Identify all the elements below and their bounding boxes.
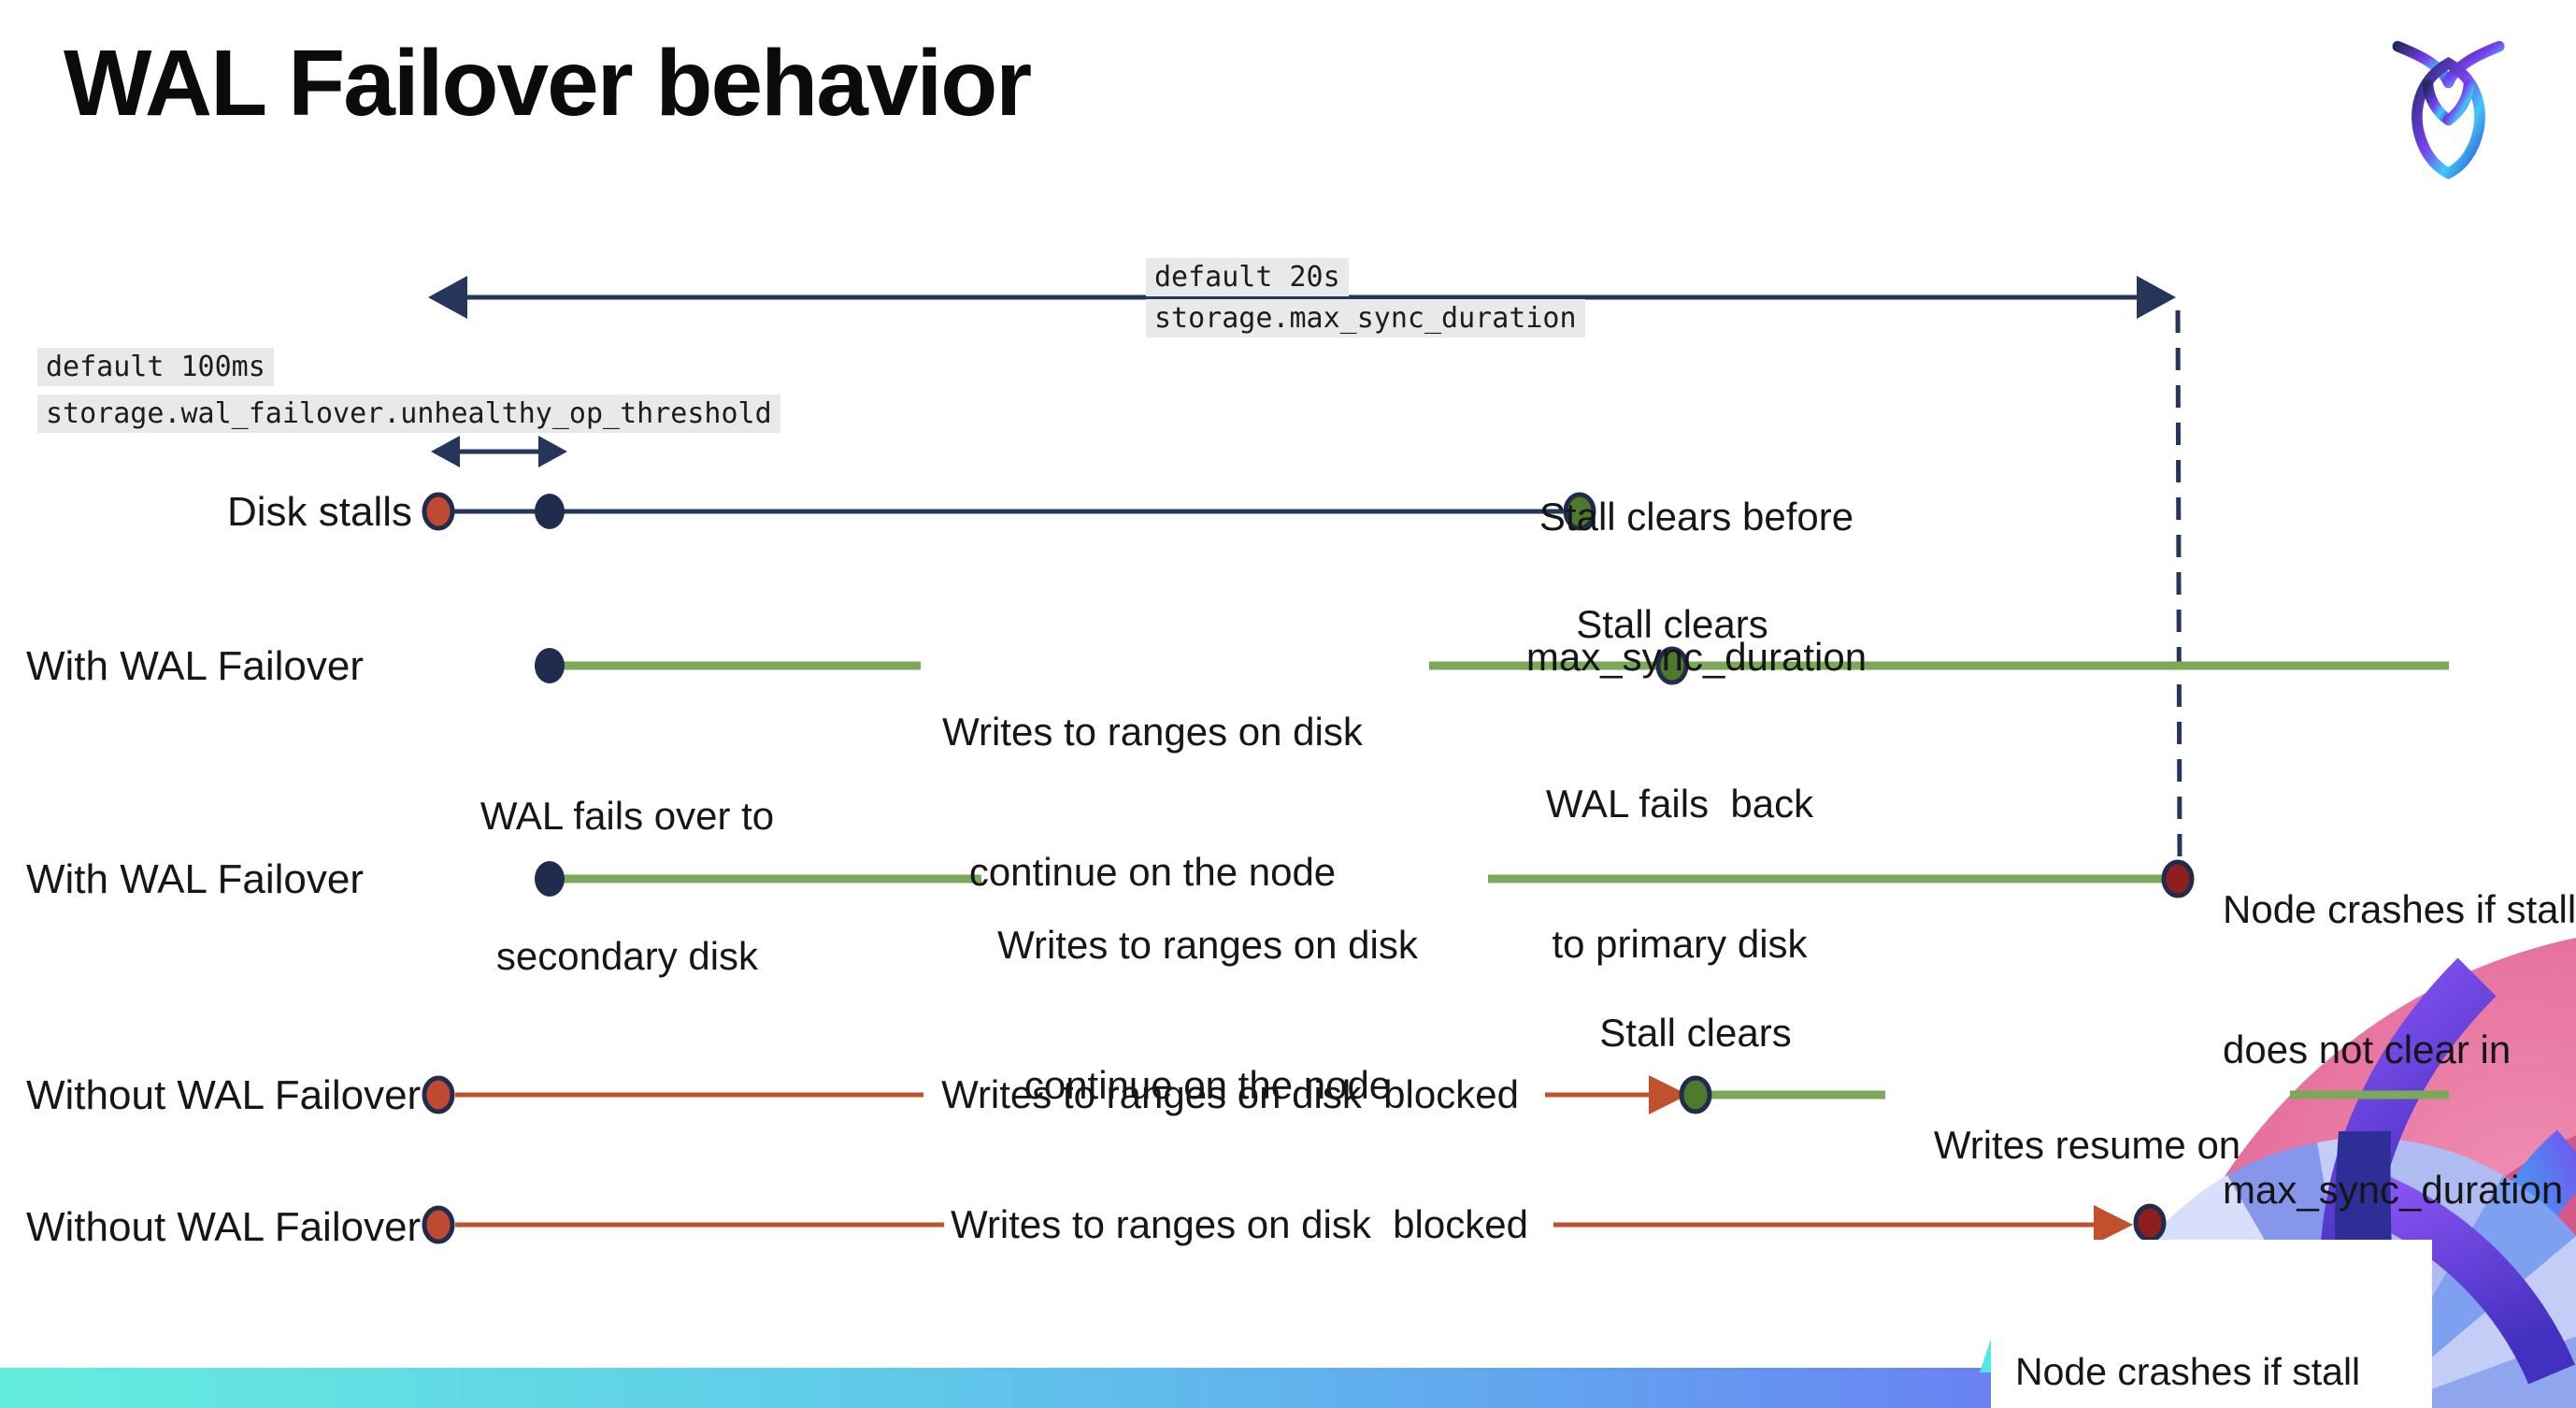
stall-clears-before-note: Stall clears before max_sync_duration: [1463, 400, 1930, 774]
note-line: continue on the node: [1023, 1063, 1392, 1107]
row-label-disk-stalls: Disk stalls: [227, 489, 413, 535]
stall-start-dot: [422, 1205, 455, 1244]
threshold-default-label: default 100ms: [37, 348, 274, 386]
row-label-without-wal-failover-2: Without WAL Failover: [26, 1204, 422, 1250]
row-label-without-wal-failover-1: Without WAL Failover: [26, 1072, 422, 1118]
note-line: continue on the node: [968, 850, 1337, 894]
stall-clears-dot: [1563, 492, 1596, 531]
stall-start-dot: [422, 1075, 455, 1114]
stall-clears-dot: [1655, 646, 1689, 685]
cockroachdb-logo-icon: [2385, 36, 2512, 185]
row-with-wal-failover-1: [535, 646, 2449, 685]
row-disk-stalls: [422, 492, 1596, 531]
page-title: WAL Failover behavior: [64, 31, 1032, 136]
note-line: to primary disk: [1552, 922, 1808, 966]
deadline-dashed-line: [2175, 309, 2182, 859]
row-without-wal-failover-2: [422, 1203, 2167, 1244]
note-line: Writes to ranges on disk: [942, 710, 1363, 754]
failover-dot: [535, 648, 565, 683]
stall-clears-note-2: Stall clears: [1599, 1011, 1792, 1055]
node-crashes-note-2: Node crashes if stall does not clear in …: [1991, 1240, 2432, 1408]
threshold-dot: [535, 494, 565, 529]
row-without-wal-failover-1: [422, 1075, 2449, 1114]
note-line: secondary disk: [495, 934, 759, 978]
row-label-with-wal-failover-2: With WAL Failover: [26, 856, 365, 902]
unhealthy-op-threshold-arrow: [431, 436, 567, 467]
writes-blocked-note-2: Writes to ranges on disk blocked: [951, 1202, 1528, 1246]
row-with-wal-failover-2: [535, 859, 2195, 898]
writes-blocked-note-1: Writes to ranges on disk blocked: [941, 1072, 1519, 1116]
note-line: Stall clears before: [1538, 495, 1854, 539]
wal-fails-back-note: WAL fails back to primary disk: [1511, 687, 1848, 1061]
threshold-setting-label: storage.wal_failover.unhealthy_op_thresh…: [37, 395, 780, 433]
max-sync-setting-label: storage.max_sync_duration: [1146, 299, 1585, 338]
max-sync-duration-arrow: [428, 276, 2176, 319]
node-crash-dot: [2161, 859, 2195, 898]
stall-start-dot: [422, 492, 455, 531]
note-line: max_sync_duration: [2223, 1168, 2564, 1212]
node-crashes-note-box: Node crashes if stall does not clear in …: [1991, 1240, 2432, 1408]
max-sync-default-label: default 20s: [1146, 258, 1349, 296]
row-label-with-wal-failover-1: With WAL Failover: [26, 643, 365, 689]
note-line: does not clear in: [2223, 1027, 2512, 1071]
note-line: max_sync_duration: [1525, 635, 1868, 679]
node-crashes-note-1: Node crashes if stall does not clear in …: [2223, 793, 2576, 1307]
failover-dot: [535, 861, 565, 897]
note-line: Node crashes if stall: [2015, 1350, 2361, 1393]
note-line: Node crashes if stall: [2223, 887, 2576, 931]
stall-clears-note-1: Stall clears: [1576, 602, 1768, 646]
note-line: Writes resume on: [1933, 1123, 2241, 1167]
stall-clears-dot: [1679, 1075, 1712, 1114]
note-line: WAL fails back: [1545, 782, 1814, 826]
note-line: Writes to ranges on disk: [997, 923, 1418, 967]
wal-fails-over-note: WAL fails over to secondary disk: [440, 699, 814, 1073]
note-line: WAL fails over to: [479, 794, 775, 838]
writes-continue-note-2: Writes to ranges on disk continue on the…: [974, 828, 1441, 1202]
writes-continue-note-1: Writes to ranges on disk continue on the…: [919, 615, 1386, 989]
